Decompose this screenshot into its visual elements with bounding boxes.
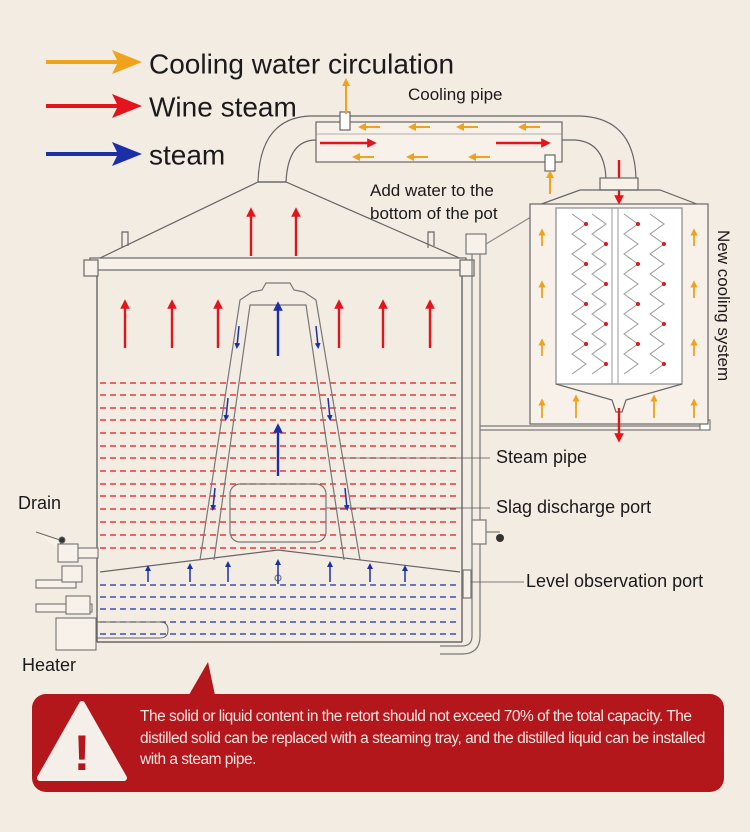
- legend-wine-steam-label: Wine steam: [149, 91, 297, 122]
- water-lines: [100, 584, 460, 635]
- cooling-system-arrows: [538, 228, 698, 418]
- heater: [35, 595, 169, 651]
- steam-pipe: [199, 282, 361, 582]
- cooling-pipe: [257, 111, 637, 183]
- heater-label: Heater: [22, 655, 76, 675]
- warning-callout: ! The solid or liquid content in the ret…: [32, 694, 724, 792]
- level-observation-port-label: Level observation port: [526, 571, 703, 591]
- wine-steam-arrows: [120, 207, 435, 348]
- legend-steam: steam: [46, 139, 225, 170]
- cooling-pipe-arrows: [320, 78, 624, 205]
- legend: Cooling water circulation Wine steam ste…: [46, 48, 454, 170]
- orange-arrow-icon: [112, 50, 142, 74]
- wine-liquid-lines: [100, 382, 460, 549]
- drain-valve: [35, 531, 99, 589]
- add-water-label-line2: bottom of the pot: [370, 204, 498, 223]
- legend-cooling-water-label: Cooling water circulation: [149, 48, 454, 79]
- legend-cooling-water: Cooling water circulation: [46, 48, 454, 79]
- steam-pipe-label: Steam pipe: [496, 447, 587, 467]
- warning-icon-glyph: !: [74, 725, 91, 781]
- steam-small-arrows: [145, 325, 408, 584]
- cooling-pipe-label: Cooling pipe: [408, 85, 503, 104]
- new-cooling-system-label: New cooling system: [714, 230, 733, 381]
- drain-label: Drain: [18, 493, 61, 513]
- warning-pointer: [186, 662, 216, 700]
- legend-steam-label: steam: [149, 139, 225, 170]
- warning-text: The solid or liquid content in the retor…: [140, 708, 705, 768]
- slag-discharge-port-label: Slag discharge port: [496, 497, 651, 517]
- legend-wine-steam: Wine steam: [46, 91, 297, 122]
- retort-pot: [83, 181, 475, 643]
- blue-arrow-icon: [112, 142, 142, 166]
- red-arrow-icon: [112, 94, 142, 118]
- warning-icon: !: [37, 701, 127, 781]
- cooling-system: [529, 177, 709, 425]
- add-water-pipe: [440, 213, 711, 655]
- add-water-label-line1: Add water to the: [370, 181, 494, 200]
